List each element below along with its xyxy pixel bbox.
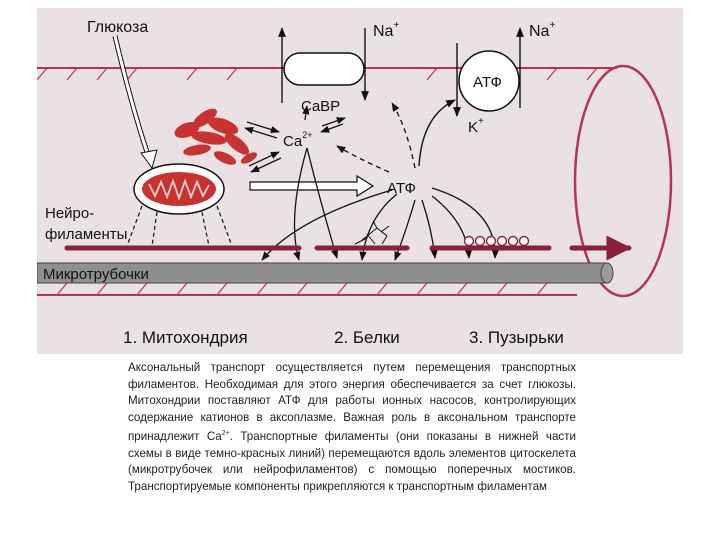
sodium-label-right: Na+ [529, 20, 555, 40]
neurofilaments-label-line2: филаменты [45, 226, 127, 243]
energy-arrow [250, 176, 373, 196]
figure-caption: Аксональный транспорт осуществляется пут… [128, 360, 576, 496]
atp-center-label: АТФ [387, 180, 416, 197]
cabp-label: CaBP [301, 98, 340, 115]
neurofilaments-label-line1: Нейро- [45, 205, 94, 222]
atp-to-pump-arrow [419, 100, 455, 166]
microtubules-label: Микротрубочки [43, 266, 149, 283]
potassium-label: K+ [468, 116, 484, 136]
glucose-label: Глюкоза [87, 19, 148, 36]
legend-vesicles: 3. Пузырьки [469, 328, 564, 347]
atp-pump-label: АТФ [473, 74, 502, 91]
sodium-label-left: Na+ [373, 20, 399, 40]
atp-distribution-arrows [262, 148, 495, 260]
caption-superscript: 2+ [222, 430, 230, 437]
atp-to-calcium-dashed [337, 146, 389, 172]
mitochondria-cluster [172, 105, 258, 168]
sodium-channel [284, 53, 364, 85]
vesicles [465, 237, 529, 246]
legend-mitochondria: 1. Митохондрия [123, 328, 248, 347]
calcium-label: Ca2+ [283, 130, 312, 150]
legend-proteins: 2. Белки [334, 328, 400, 347]
mitochondrion [134, 164, 224, 214]
axonal-transport-figure: Глюкоза Na+ Na+ CaBP Ca2+ АТФ K+ АТФ Ней… [37, 8, 683, 354]
